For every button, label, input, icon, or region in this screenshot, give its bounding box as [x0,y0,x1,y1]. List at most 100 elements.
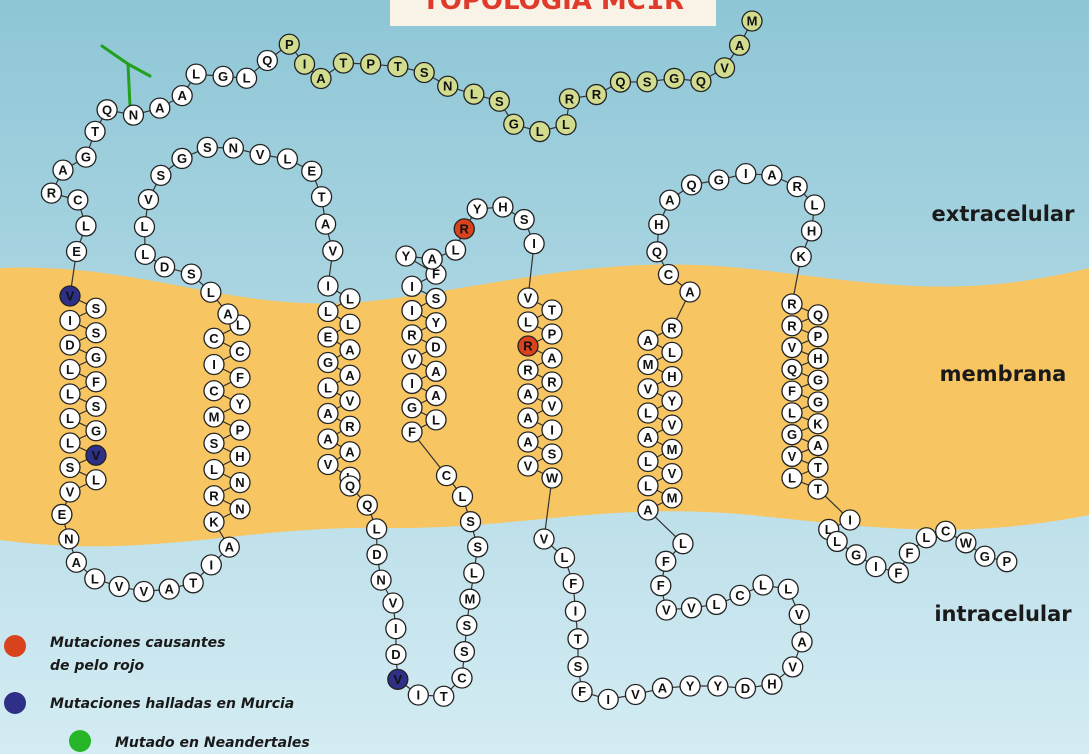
residue-circle [800,220,823,242]
residue-letter: R [523,363,533,378]
residue-85-L: L [134,243,156,266]
residue-letter: P [285,37,294,52]
residue-letter: A [735,38,745,53]
residue-letter: L [536,124,544,139]
residue-letter: M [643,357,654,372]
residue-letter: Q [615,75,625,90]
residue-10-L: L [555,114,577,136]
residue-79-C: C [203,327,225,349]
residue-15-N: N [437,75,459,97]
residue-letter: L [236,318,244,333]
residue-letter: V [668,418,677,433]
residue-circle [425,312,447,334]
residue-letter: A [547,351,557,366]
residue-circle [517,383,539,405]
residue-letter: L [452,243,460,258]
residue-89-G: G [171,147,193,170]
residue-circle [317,402,339,425]
residue-circle [935,520,957,542]
residue-letter: R [460,221,470,236]
residue-circle [385,618,407,640]
residue-circle [85,395,107,417]
residue-243-L: L [781,467,803,489]
residue-circle [59,432,81,454]
residue-letter: V [631,687,640,702]
residue-circle [339,339,361,361]
residue-circle [108,575,130,598]
backbone-line [50,20,1007,701]
residue-77-I: I [203,353,225,376]
residue-letter: M [667,442,678,457]
residue-34-R: R [40,182,63,204]
residue-letter: H [807,223,816,238]
residue-circle [185,63,207,85]
residue-122-V: V [387,668,409,691]
residue-circle [310,67,332,90]
residue-circle [149,97,171,119]
residue-circle [807,413,829,435]
residue-letter: Y [714,679,723,694]
residue-letter: H [667,369,676,384]
residue-circle [517,407,539,429]
residue-circle [59,309,81,332]
residue-circle [339,475,361,497]
residue-64-A: A [218,536,240,558]
residue-circle [777,578,799,600]
residue-circle [203,327,225,349]
residue-circle [453,641,476,663]
residue-circle [401,299,423,322]
residue-letter: L [561,550,569,565]
residue-circle [781,358,803,380]
residue-53-L: L [85,469,107,491]
residue-254-W: W [955,532,977,554]
residue-43-G: G [85,346,107,368]
residue-circle [317,351,339,374]
residue-57-A: A [65,551,88,573]
residue-48-L: L [59,407,81,430]
residue-203-M: M [661,438,683,461]
residue-circle [541,371,563,393]
residue-86-L: L [133,216,156,238]
residue-212-A: A [637,329,659,351]
residue-250-F: F [887,562,909,584]
residue-circle [555,114,577,136]
residue-circle [401,421,423,443]
residue-216-Q: Q [646,241,668,263]
residue-circle [541,467,563,489]
residue-circle [761,673,783,695]
residue-letter: S [187,267,196,282]
residue-70-H: H [229,445,251,468]
residue-circle [752,574,774,596]
residue-letter: N [129,108,138,123]
residue-circle [679,281,701,303]
residue-letter: G [813,373,823,388]
residue-42-D: D [59,334,81,356]
residue-letter: L [562,117,570,132]
residue-letter: A [225,540,235,555]
residue-letter: V [524,291,533,306]
residue-letter: V [662,602,671,617]
residue-circle [65,240,88,263]
residue-letter: E [58,507,67,522]
residue-letter: S [548,447,557,462]
residue-letter: V [644,381,653,396]
residue-circle [451,485,474,508]
residue-circle [637,402,659,424]
residue-letter: I [326,279,330,294]
residue-letter: V [256,147,265,162]
residue-circle [788,603,810,626]
residue-letter: R [792,179,802,194]
residue-105-A: A [339,364,361,386]
residue-letter: Q [787,362,797,377]
residue-161-A: A [541,347,563,369]
residue-letter: L [283,151,291,166]
residue-letter: V [540,532,549,547]
residue-letter: S [92,399,101,414]
residue-255-G: G [974,545,996,567]
residue-178-F: F [571,680,593,703]
residue-letter: A [685,285,695,300]
residue-131-S: S [459,511,482,533]
residue-letter: S [210,436,219,451]
residue-letter: V [144,192,153,207]
residue-letter: S [420,65,429,80]
